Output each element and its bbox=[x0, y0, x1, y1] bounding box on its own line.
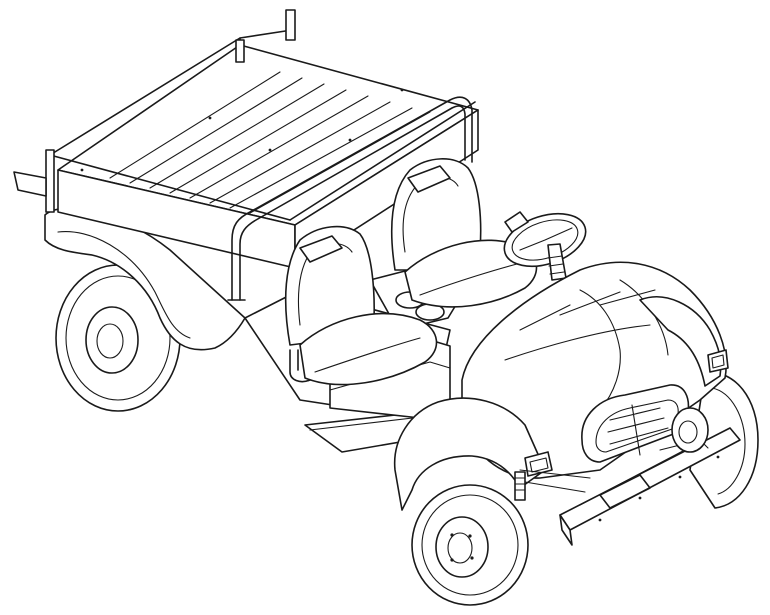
front-left-wheel bbox=[411, 484, 529, 606]
front-right-hub bbox=[671, 407, 709, 453]
passenger-seat bbox=[284, 225, 438, 386]
front-bumper bbox=[559, 427, 741, 546]
headlights bbox=[524, 349, 729, 477]
grab-rail bbox=[227, 96, 473, 301]
driver-seat bbox=[390, 158, 538, 308]
grille bbox=[581, 384, 690, 463]
rear-wheel bbox=[55, 264, 181, 412]
